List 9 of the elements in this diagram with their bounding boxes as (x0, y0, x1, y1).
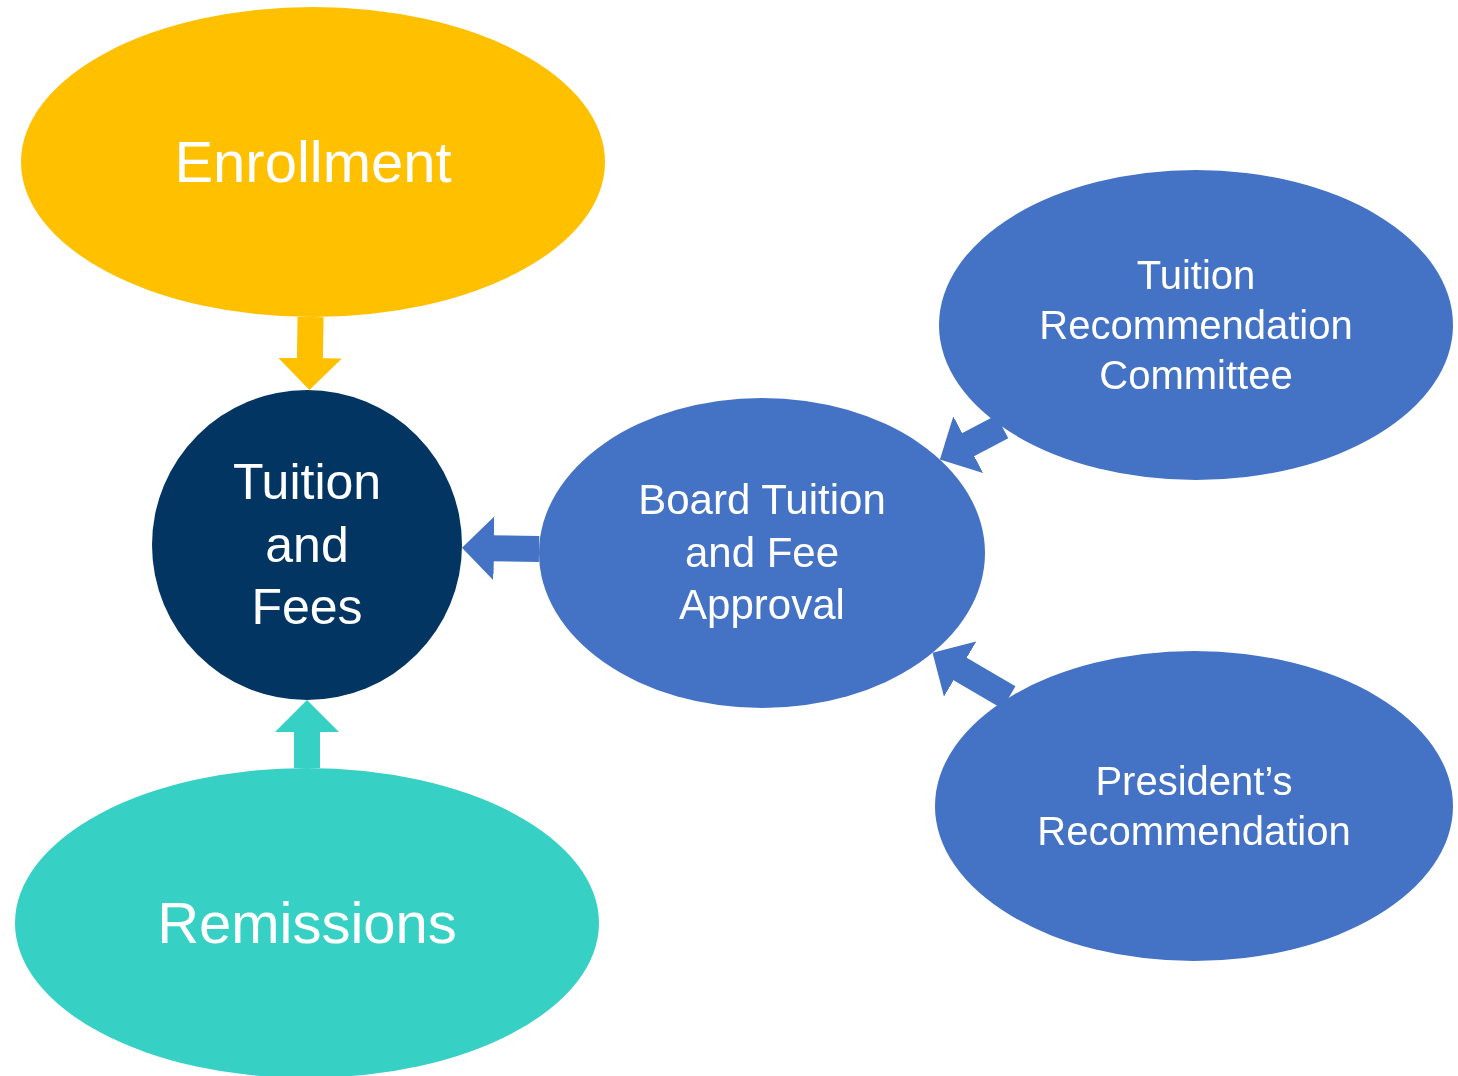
block-arrow (275, 700, 339, 768)
node-label: Remissions (157, 888, 457, 957)
node-label: Board Tuition and Fee Approval (637, 475, 887, 631)
node-label: Tuition and Fees (231, 453, 383, 638)
block-arrow (461, 516, 540, 581)
block-arrow (277, 316, 342, 391)
node-label: Tuition Recommendation Committee (1038, 252, 1354, 399)
node-label: President’s Recommendation (1036, 758, 1352, 855)
node-label: Enrollment (174, 127, 452, 196)
